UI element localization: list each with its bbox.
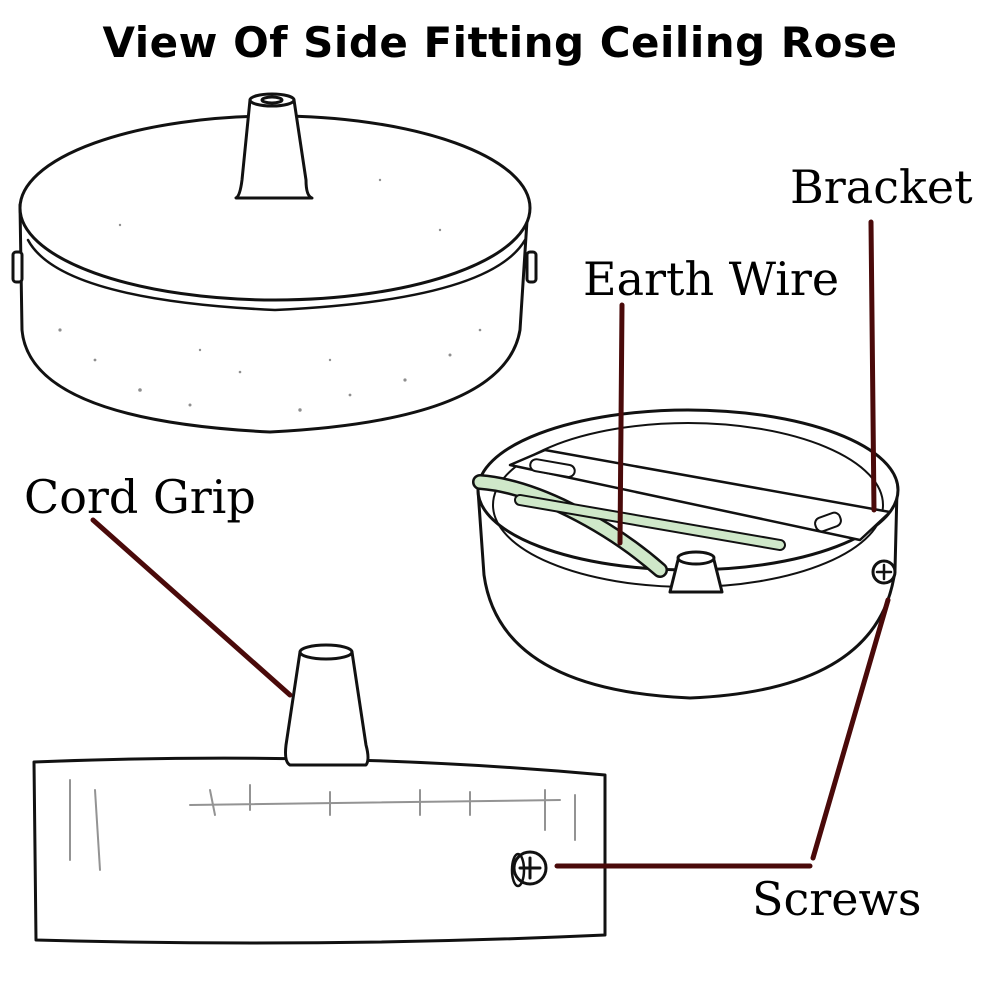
leader-line-bracket bbox=[868, 219, 877, 513]
label-bracket: Bracket bbox=[790, 160, 973, 214]
leader-line-cord-grip bbox=[90, 517, 293, 698]
label-screws: Screws bbox=[752, 872, 922, 926]
closed-ceiling-rose bbox=[11, 92, 538, 434]
diagram-title: View Of Side Fitting Ceiling Rose bbox=[102, 18, 898, 67]
label-cord-grip: Cord Grip bbox=[24, 470, 256, 524]
leader-line-screws-top bbox=[810, 597, 891, 861]
label-earth-wire: Earth Wire bbox=[583, 252, 840, 306]
leader-line-earth-wire bbox=[617, 302, 625, 546]
open-ceiling-rose bbox=[472, 408, 900, 700]
side-view-ceiling-rose bbox=[32, 643, 607, 945]
